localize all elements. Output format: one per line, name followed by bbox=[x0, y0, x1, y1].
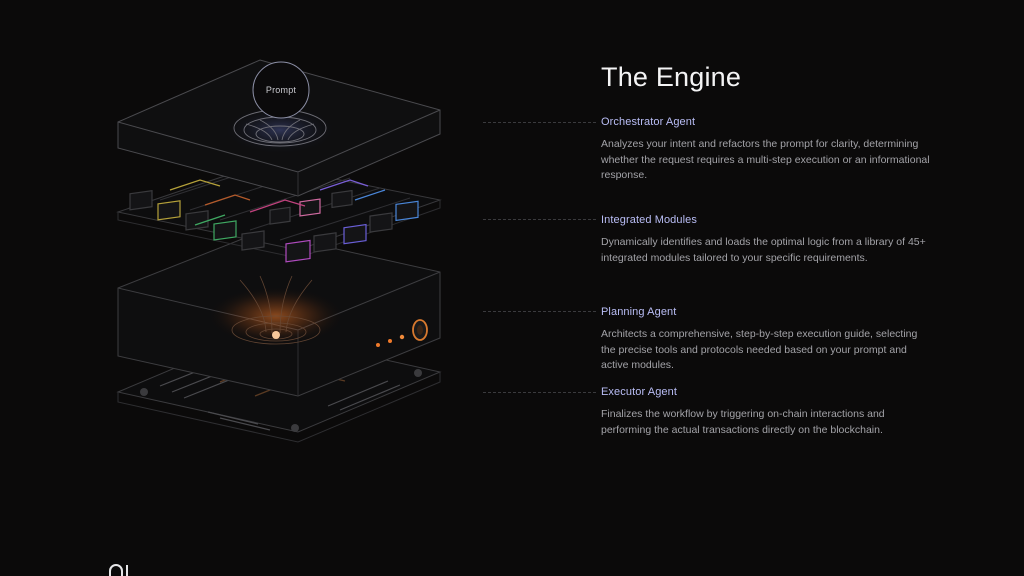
feature-title: Orchestrator Agent bbox=[601, 116, 696, 128]
connector-line-orchestrator bbox=[483, 122, 596, 123]
feature-orchestrator-agent: Orchestrator Agent Analyzes your intent … bbox=[601, 116, 931, 184]
connector-line-planning bbox=[483, 311, 596, 312]
connector-line-executor bbox=[483, 392, 596, 393]
section-title: The Engine bbox=[601, 62, 742, 92]
feature-integrated-modules: Integrated Modules Dynamically identifie… bbox=[601, 214, 931, 266]
feature-title: Executor Agent bbox=[601, 386, 678, 398]
engine-layers-graphic bbox=[116, 59, 442, 443]
orchestrator-layer bbox=[117, 59, 441, 197]
feature-description: Analyzes your intent and refactors the p… bbox=[601, 138, 930, 181]
feature-description: Architects a comprehensive, step-by-step… bbox=[601, 328, 918, 371]
feature-title: Integrated Modules bbox=[601, 214, 697, 226]
feature-description: Finalizes the workflow by triggering on-… bbox=[601, 408, 885, 436]
prompt-label: Prompt bbox=[265, 85, 297, 95]
feature-description: Dynamically identifies and loads the opt… bbox=[601, 236, 926, 264]
brand-logo-icon[interactable] bbox=[108, 563, 134, 576]
planning-layer bbox=[117, 231, 441, 397]
feature-planning-agent: Planning Agent Architects a comprehensiv… bbox=[601, 306, 931, 374]
modules-layer bbox=[116, 157, 442, 263]
feature-executor-agent: Executor Agent Finalizes the workflow by… bbox=[601, 386, 931, 438]
feature-title: Planning Agent bbox=[601, 306, 677, 318]
engine-layers-illustration: Prompt bbox=[100, 40, 470, 480]
connector-line-modules bbox=[483, 219, 596, 220]
